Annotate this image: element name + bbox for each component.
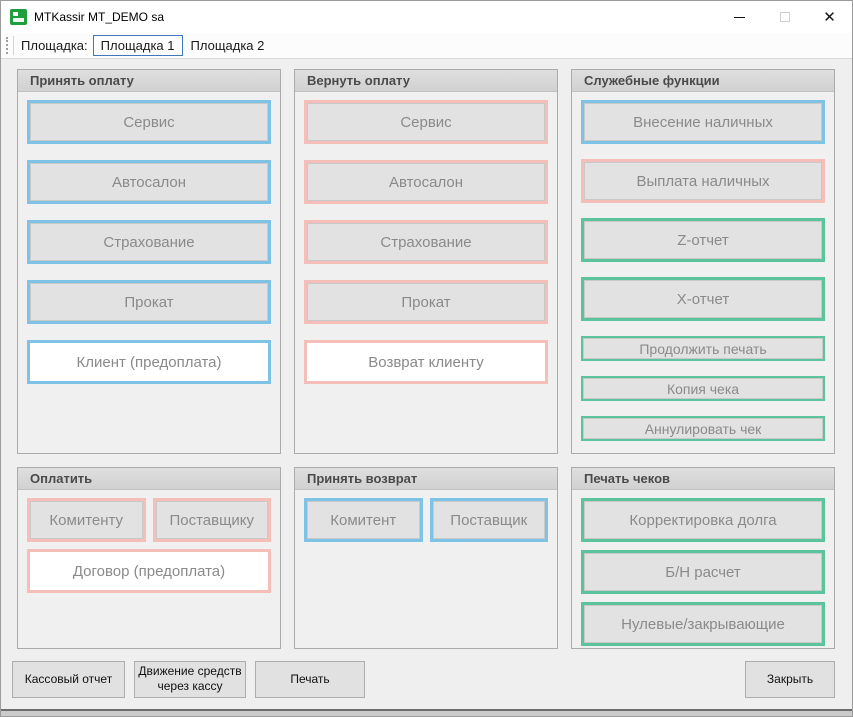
- refund-service-button[interactable]: Сервис: [304, 100, 548, 144]
- cash-out-button[interactable]: Выплата наличных: [581, 159, 825, 203]
- window-bottom-border: [1, 709, 852, 716]
- app-icon: [10, 9, 27, 25]
- minimize-icon: [734, 16, 745, 18]
- close-button[interactable]: ✕: [807, 1, 852, 33]
- accept-insurance-button[interactable]: Страхование: [27, 220, 271, 264]
- return-supplier-button[interactable]: Поставщик: [429, 498, 548, 542]
- accept-autosalon-button[interactable]: Автосалон: [27, 160, 271, 204]
- group-title: Принять оплату: [18, 70, 280, 92]
- refund-to-client-button[interactable]: Возврат клиенту: [304, 340, 548, 384]
- close-form-button[interactable]: Закрыть: [745, 660, 835, 698]
- tab-site-2[interactable]: Площадка 2: [183, 35, 273, 56]
- contract-prepayment-button[interactable]: Договор (предоплата): [27, 549, 271, 593]
- cashless-payment-button[interactable]: Б/Н расчет: [581, 550, 825, 594]
- tab-site-1[interactable]: Площадка 1: [92, 35, 183, 56]
- toolbar: Площадка: Площадка 1 Площадка 2: [1, 33, 852, 59]
- debt-correction-button[interactable]: Корректировка долга: [581, 498, 825, 542]
- client-prepayment-button[interactable]: Клиент (предоплата): [27, 340, 271, 384]
- zero-closing-button[interactable]: Нулевые/закрывающие: [581, 602, 825, 646]
- refund-insurance-button[interactable]: Страхование: [304, 220, 548, 264]
- minimize-button[interactable]: [717, 1, 762, 33]
- group-title: Печать чеков: [572, 468, 834, 490]
- maximize-button[interactable]: [762, 1, 807, 33]
- window-controls: ✕: [717, 1, 852, 33]
- maximize-icon: [779, 12, 790, 22]
- site-label: Площадка:: [21, 38, 88, 53]
- toolbar-grip-icon[interactable]: [6, 37, 9, 54]
- group-title: Служебные функции: [572, 70, 834, 92]
- x-report-button[interactable]: X-отчет: [581, 277, 825, 321]
- refund-autosalon-button[interactable]: Автосалон: [304, 160, 548, 204]
- accept-service-button[interactable]: Сервис: [27, 100, 271, 144]
- close-icon: ✕: [823, 8, 836, 26]
- footer-bar: Кассовый отчет Движение средств через ка…: [1, 649, 852, 709]
- cash-report-button[interactable]: Кассовый отчет: [12, 660, 125, 698]
- refund-rental-button[interactable]: Прокат: [304, 280, 548, 324]
- group-title: Принять возврат: [295, 468, 557, 490]
- group-title: Оплатить: [18, 468, 280, 490]
- accept-rental-button[interactable]: Прокат: [27, 280, 271, 324]
- receipt-copy-button[interactable]: Копия чека: [581, 376, 825, 401]
- group-title: Вернуть оплату: [295, 70, 557, 92]
- cancel-receipt-button[interactable]: Аннулировать чек: [581, 416, 825, 441]
- toolbar-separator: [13, 36, 14, 55]
- window-title: MTKassir MT_DEMO sa: [34, 10, 165, 24]
- pay-supplier-button[interactable]: Поставщику: [152, 498, 271, 542]
- funds-movement-button[interactable]: Движение средств через кассу: [134, 660, 246, 698]
- title-bar: MTKassir MT_DEMO sa ✕: [1, 1, 852, 33]
- return-committent-button[interactable]: Комитент: [304, 498, 423, 542]
- continue-printing-button[interactable]: Продолжить печать: [581, 336, 825, 361]
- z-report-button[interactable]: Z-отчет: [581, 218, 825, 262]
- cash-in-button[interactable]: Внесение наличных: [581, 100, 825, 144]
- print-button[interactable]: Печать: [255, 660, 365, 698]
- pay-committent-button[interactable]: Комитенту: [27, 498, 146, 542]
